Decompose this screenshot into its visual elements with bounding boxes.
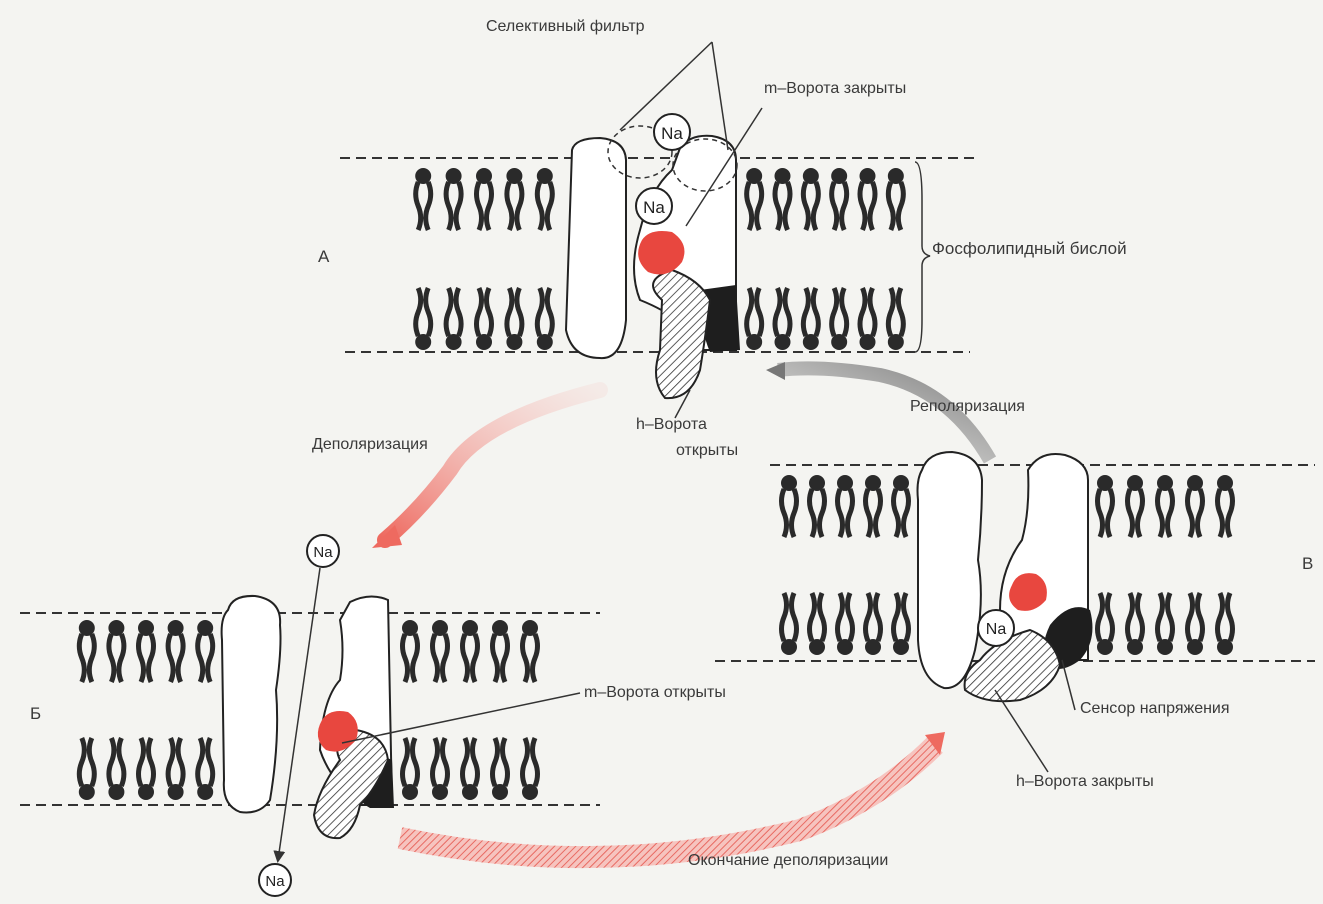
label-m-gate-open: m–Ворота открыты <box>584 684 726 702</box>
channel-a <box>340 126 975 398</box>
na-text-3: Na <box>313 544 333 561</box>
label-phospholipid-bilayer: Фосфолипидный бислой <box>932 240 1127 258</box>
na-text-4: Na <box>265 873 285 890</box>
label-repolarization: Реполяризация <box>910 398 1025 416</box>
label-h-gate-open-1: h–Ворота <box>636 416 707 434</box>
label-voltage-sensor: Сенсор напряжения <box>1080 700 1230 718</box>
label-depolarization: Деполяризация <box>312 436 428 454</box>
na-text-1: Na <box>661 124 683 143</box>
label-h-gate-open-2: открыты <box>676 442 738 460</box>
panel-label-a: А <box>318 248 329 266</box>
label-end-of-depolarization: Окончание деполяризации <box>688 852 888 870</box>
na-text-5: Na <box>986 621 1007 638</box>
label-h-gate-closed: h–Ворота закрыты <box>1016 773 1154 791</box>
panel-label-b: Б <box>30 705 41 723</box>
label-selective-filter: Селективный фильтр <box>486 18 645 36</box>
na-text-2: Na <box>643 198 665 217</box>
panel-label-v: В <box>1302 555 1313 573</box>
label-m-gate-closed: m–Ворота закрыты <box>764 80 906 98</box>
